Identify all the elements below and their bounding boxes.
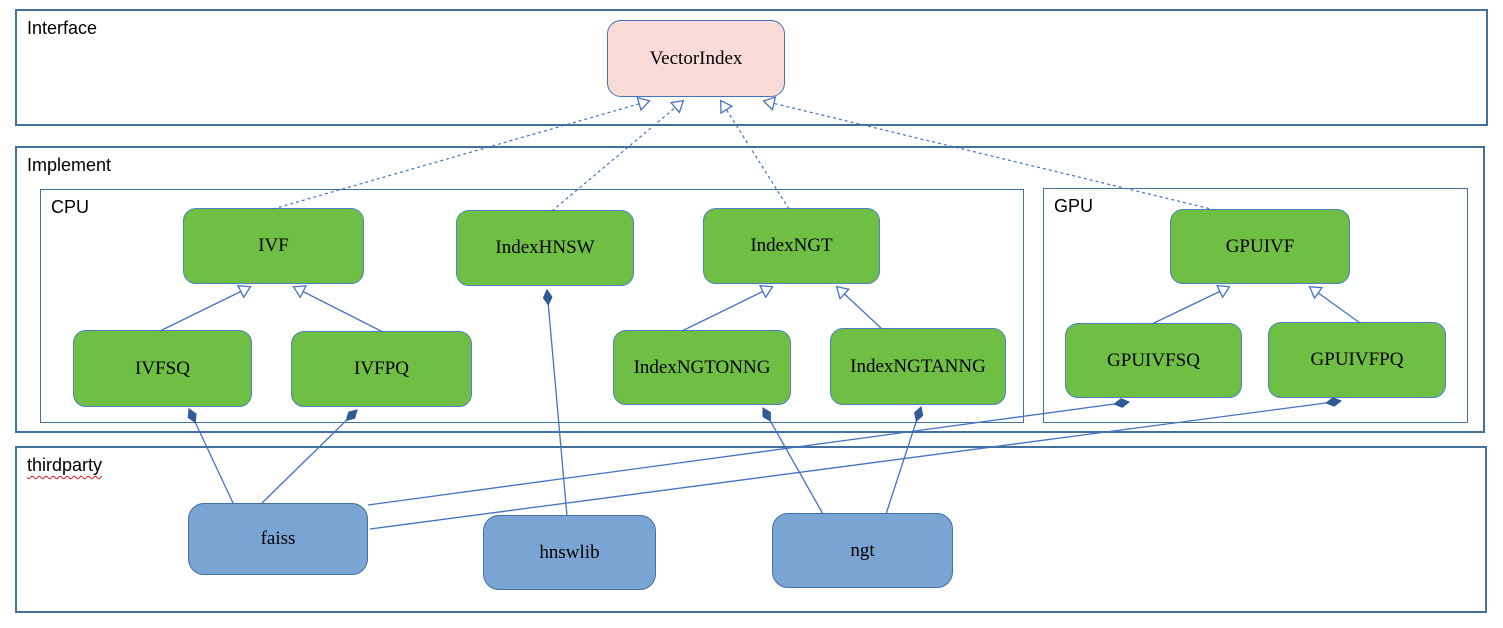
node-indexhnsw[interactable]: IndexHNSW (456, 210, 634, 286)
node-faiss[interactable]: faiss (188, 503, 368, 575)
container-label-interface: Interface (27, 18, 98, 38)
node-label-indexngt: IndexNGT (750, 235, 833, 256)
node-label-gpuivf: GPUIVF (1225, 235, 1295, 257)
node-gpuivfpq[interactable]: GPUIVFPQ (1268, 322, 1446, 398)
node-gpuivfsq[interactable]: GPUIVFSQ (1065, 323, 1242, 398)
node-ivf[interactable]: IVF (183, 208, 364, 284)
node-label-ngt: ngt (850, 539, 875, 561)
node-label-gpuivfsq: GPUIVFSQ (1107, 349, 1200, 371)
container-label-gpu: GPU (1054, 196, 1094, 216)
node-label-ivfpq: IVFPQ (354, 358, 409, 379)
node-ivfpq[interactable]: IVFPQ (291, 331, 472, 407)
node-label-indexhnsw: IndexHNSW (495, 237, 595, 258)
container-label-implement: Implement (27, 155, 112, 175)
node-hnswlib[interactable]: hnswlib (483, 515, 656, 590)
container-label-cpu: CPU (51, 197, 90, 217)
node-indexngt[interactable]: IndexNGT (703, 208, 880, 284)
node-label-ivfsq: IVFSQ (135, 357, 190, 379)
node-label-faiss: faiss (260, 528, 296, 549)
node-label-vectorindex: VectorIndex (649, 47, 743, 69)
node-label-indexngtanng: IndexNGTANNG (850, 355, 986, 377)
node-label-indexngtonng: IndexNGTONNG (633, 356, 771, 378)
node-label-ivf: IVF (258, 235, 289, 256)
node-indexngtanng[interactable]: IndexNGTANNG (830, 328, 1006, 405)
node-label-gpuivfpq: GPUIVFPQ (1310, 349, 1404, 370)
node-indexngtonng[interactable]: IndexNGTONNG (613, 330, 791, 405)
node-vectorindex[interactable]: VectorIndex (607, 20, 785, 97)
node-gpuivf[interactable]: GPUIVF (1170, 209, 1350, 284)
node-label-hnswlib: hnswlib (539, 541, 600, 563)
container-label-thirdparty: thirdparty (27, 455, 103, 475)
node-ngt[interactable]: ngt (772, 513, 953, 588)
node-ivfsq[interactable]: IVFSQ (73, 330, 252, 407)
